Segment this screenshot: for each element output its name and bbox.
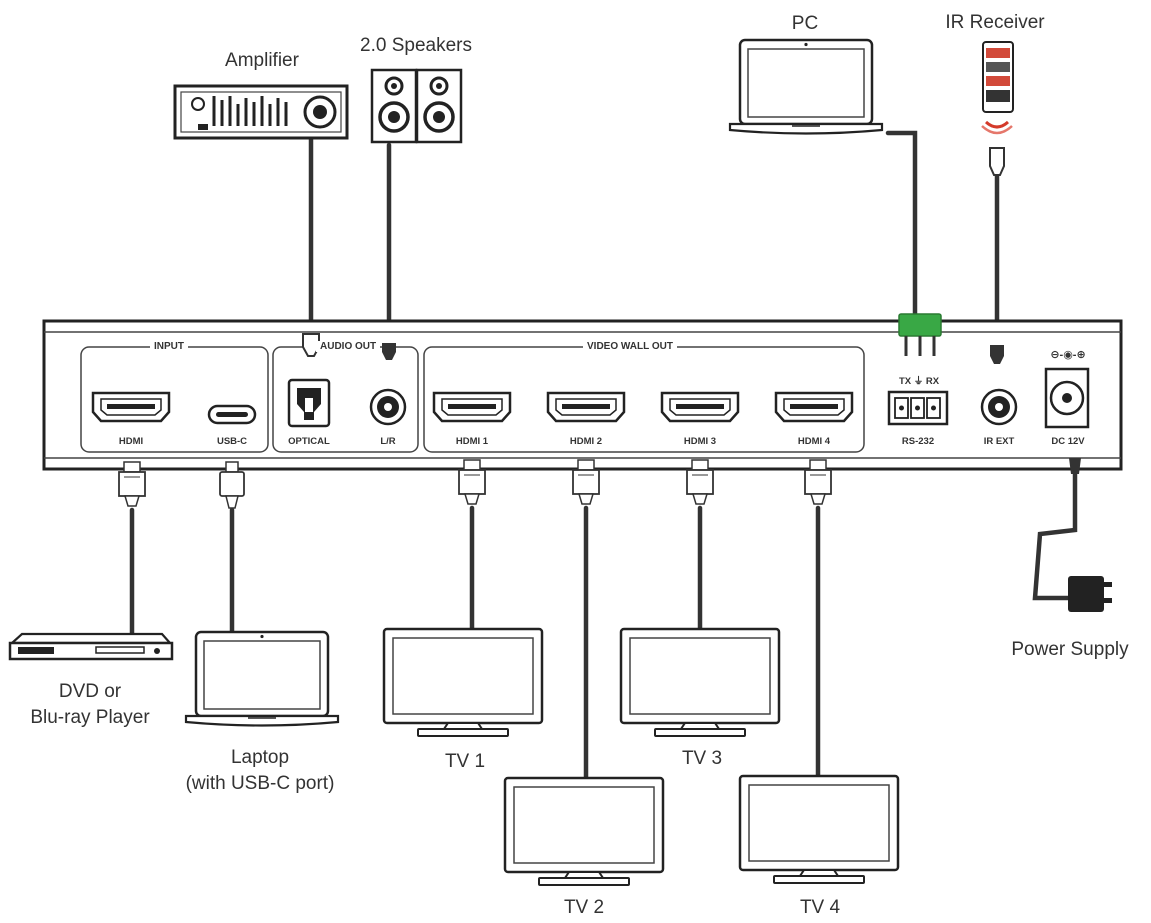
tv1-device [382,627,544,738]
hdmi-input-port [91,391,171,423]
optical-label: OPTICAL [288,436,330,447]
hdmi4-label: HDMI 4 [797,436,831,447]
hdmi3-output-port [660,391,740,423]
laptop-label-line1: Laptop [230,747,290,768]
power-supply-label: Power Supply [1011,639,1129,660]
dc-label: DC 12V [1051,436,1085,447]
ir-receiver-label: IR Receiver [945,12,1045,33]
tv4-label: TV 4 [799,897,841,918]
tv3-device [619,627,781,738]
hdmi2-output-port [546,391,626,423]
dc-polarity-label: ⊖-◉-⊕ [1050,349,1086,361]
hdmi2-label: HDMI 2 [569,436,603,447]
tv1-label: TV 1 [444,751,486,772]
matrix-panel [42,319,1123,471]
speakers-device [370,68,463,144]
audio-plugs [302,333,1004,364]
dvd-label-line1: DVD or [58,681,122,702]
ir-ext-port [980,388,1018,426]
pc-device [728,38,884,135]
hdmi-input-label: HDMI [118,436,144,447]
txrx-label: TX ⏚ RX [898,376,940,387]
rs232-port [887,390,949,426]
usbc-label: USB-C [216,436,248,447]
tv3-label: TV 3 [681,748,723,769]
tv2-device [503,776,665,887]
dvd-label-line2: Blu-ray Player [30,707,150,728]
audio-group-label: AUDIO OUT [316,341,381,352]
tv2-label: TV 2 [563,897,605,918]
speakers-label: 2.0 Speakers [360,35,472,56]
power-supply-device [1068,576,1112,612]
hdmi1-output-port [432,391,512,423]
pc-cable [885,130,918,318]
video-group-label: VIDEO WALL OUT [583,341,677,352]
hdmi1-label: HDMI 1 [455,436,489,447]
cables [129,130,1078,783]
ir-ext-label: IR EXT [983,436,1015,447]
dvd-player-device [8,632,174,661]
hdmi4-output-port [774,391,854,423]
ir-receiver-device [981,41,1014,176]
rs232-terminal [898,313,942,356]
optical-port [287,378,331,428]
power-cable [1032,467,1078,601]
lr-label: L/R [380,436,396,447]
hdmi3-label: HDMI 3 [683,436,717,447]
amplifier-label: Amplifier [225,50,299,71]
amplifier-device [173,84,349,140]
dc-power-port [1044,367,1090,429]
pc-label: PC [791,13,819,34]
input-group-label: INPUT [150,341,188,352]
rs232-label: RS-232 [901,436,935,447]
dc-plug [1069,458,1081,474]
usbc-port [207,404,257,425]
laptop-label-line2: (with USB-C port) [185,773,335,794]
lr-audio-port [369,388,407,426]
usbc-plug [219,461,245,509]
tv4-device [738,774,900,885]
laptop-device [184,630,340,727]
